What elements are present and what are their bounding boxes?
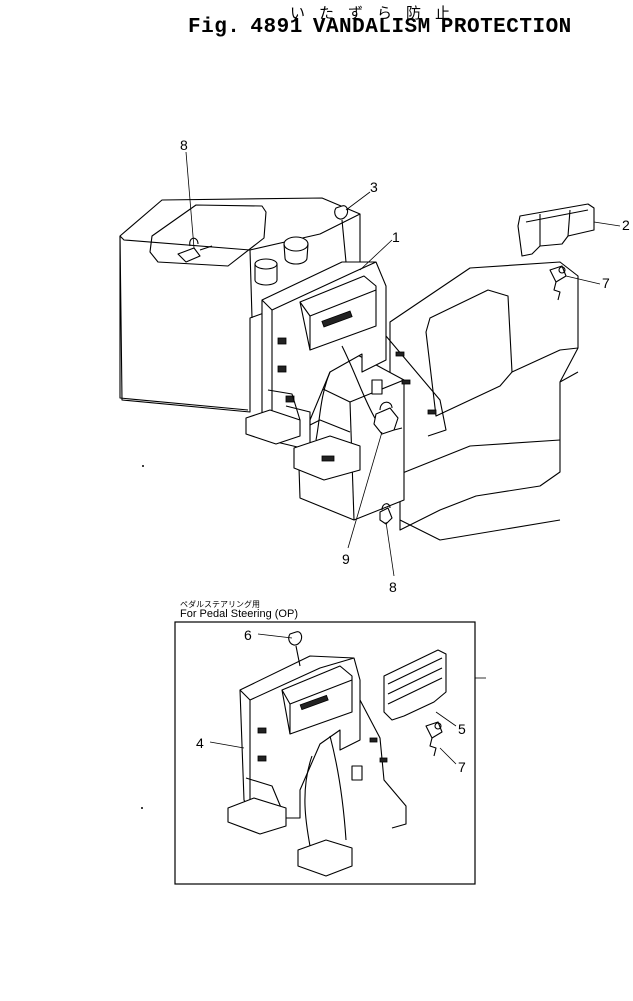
callout-6: 6 [244, 627, 252, 643]
padlock-3 [334, 205, 349, 263]
fig-label: Fig. [188, 16, 241, 39]
inset-caption: For Pedal Steering (OP) [180, 608, 298, 620]
callout-7-inset: 7 [458, 759, 466, 775]
inset-border [174, 621, 476, 885]
inset-pedal-steering: 6 4 5 7 [174, 621, 486, 885]
callout-8-upper: 8 [180, 137, 188, 153]
main-view: 8 3 1 2 7 9 8 [119, 137, 630, 809]
title-word-protection: PROTECTION [440, 16, 572, 39]
padlock-9 [373, 401, 403, 435]
figure-title: Fig. 4891 VANDALISM PROTECTION [188, 16, 572, 39]
cover-plate-5 [383, 649, 447, 721]
title-word-vandalism: VANDALISM [312, 16, 431, 39]
callout-1: 1 [392, 229, 400, 245]
key-7-main [549, 265, 567, 301]
operator-seat [389, 261, 579, 541]
callout-4: 4 [196, 735, 204, 751]
cover-plate-2 [517, 203, 595, 257]
callout-9: 9 [342, 551, 350, 567]
guard-frame-pedal [227, 655, 407, 877]
padlock-6 [288, 631, 303, 667]
callout-8-lower: 8 [389, 579, 397, 595]
guard-frame [245, 261, 447, 481]
callout-7-main: 7 [602, 275, 610, 291]
hatch-padlock [177, 237, 213, 263]
key-7-inset [425, 721, 443, 757]
lower-padlock [379, 503, 393, 525]
inset-caption-japanese: ペダルステアリング用 [180, 600, 260, 609]
fig-number: 4891 [250, 16, 303, 39]
callout-3: 3 [370, 179, 378, 195]
japanese-title: いたずら防止 [290, 4, 465, 22]
callout-2: 2 [622, 217, 630, 233]
callout-5: 5 [458, 721, 466, 737]
